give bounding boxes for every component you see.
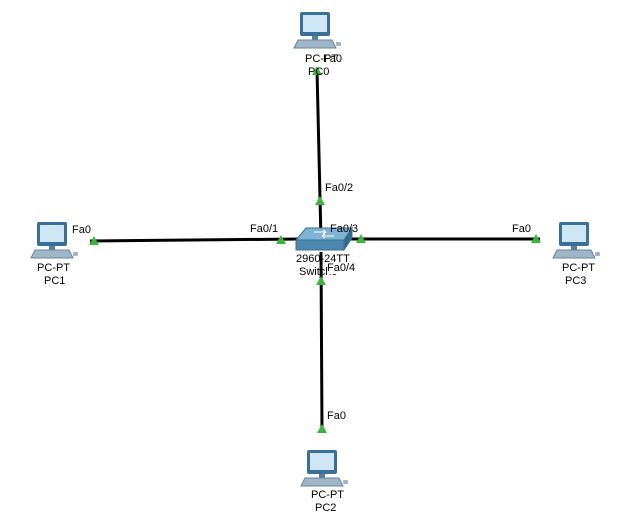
- switch0-switch-icon[interactable]: [294, 226, 353, 252]
- switch-port-fa03-label: Fa0/3: [330, 223, 359, 235]
- link-status-sw-fa04-icon: [316, 276, 326, 285]
- pc0-computer-icon[interactable]: [293, 12, 341, 49]
- switch-port-fa01-label: Fa0/1: [250, 223, 279, 235]
- pc0-name-label: PC0: [308, 66, 330, 78]
- link-status-sw-fa01-icon: [276, 235, 286, 244]
- pc2-name-label: PC2: [315, 502, 337, 514]
- pc1-model-label: PC-PT: [37, 262, 70, 274]
- link-status-pc0-icon: [312, 66, 322, 75]
- cable-switch-pc0[interactable]: [315, 69, 323, 241]
- pc3-name-label: PC3: [565, 275, 587, 287]
- pc0-model-label: PC-PT: [305, 53, 338, 65]
- pc1-computer-icon[interactable]: [30, 222, 78, 259]
- pc3-computer-icon[interactable]: [552, 222, 600, 259]
- switch-port-fa04-label: Fa0/4: [327, 262, 356, 274]
- link-status-pc3-icon: [531, 234, 541, 243]
- switch-port-fa02-label: Fa0/2: [325, 182, 354, 194]
- pc2-port-label: Fa0: [327, 410, 346, 422]
- link-status-pc2-icon: [317, 424, 327, 433]
- link-status-sw-fa02-icon: [315, 196, 325, 205]
- link-status-sw-fa03-icon: [356, 234, 366, 243]
- cable-switch-pc1[interactable]: [89, 237, 301, 243]
- pc3-model-label: PC-PT: [562, 262, 595, 274]
- pc2-model-label: PC-PT: [311, 489, 344, 501]
- pc1-name-label: PC1: [44, 275, 66, 287]
- pc3-port-label: Fa0: [512, 223, 531, 235]
- pc1-port-label: Fa0: [72, 224, 91, 236]
- link-status-pc1-icon: [89, 236, 99, 245]
- pc2-computer-icon[interactable]: [300, 450, 348, 487]
- pc0-port-label: Fa0: [323, 53, 342, 65]
